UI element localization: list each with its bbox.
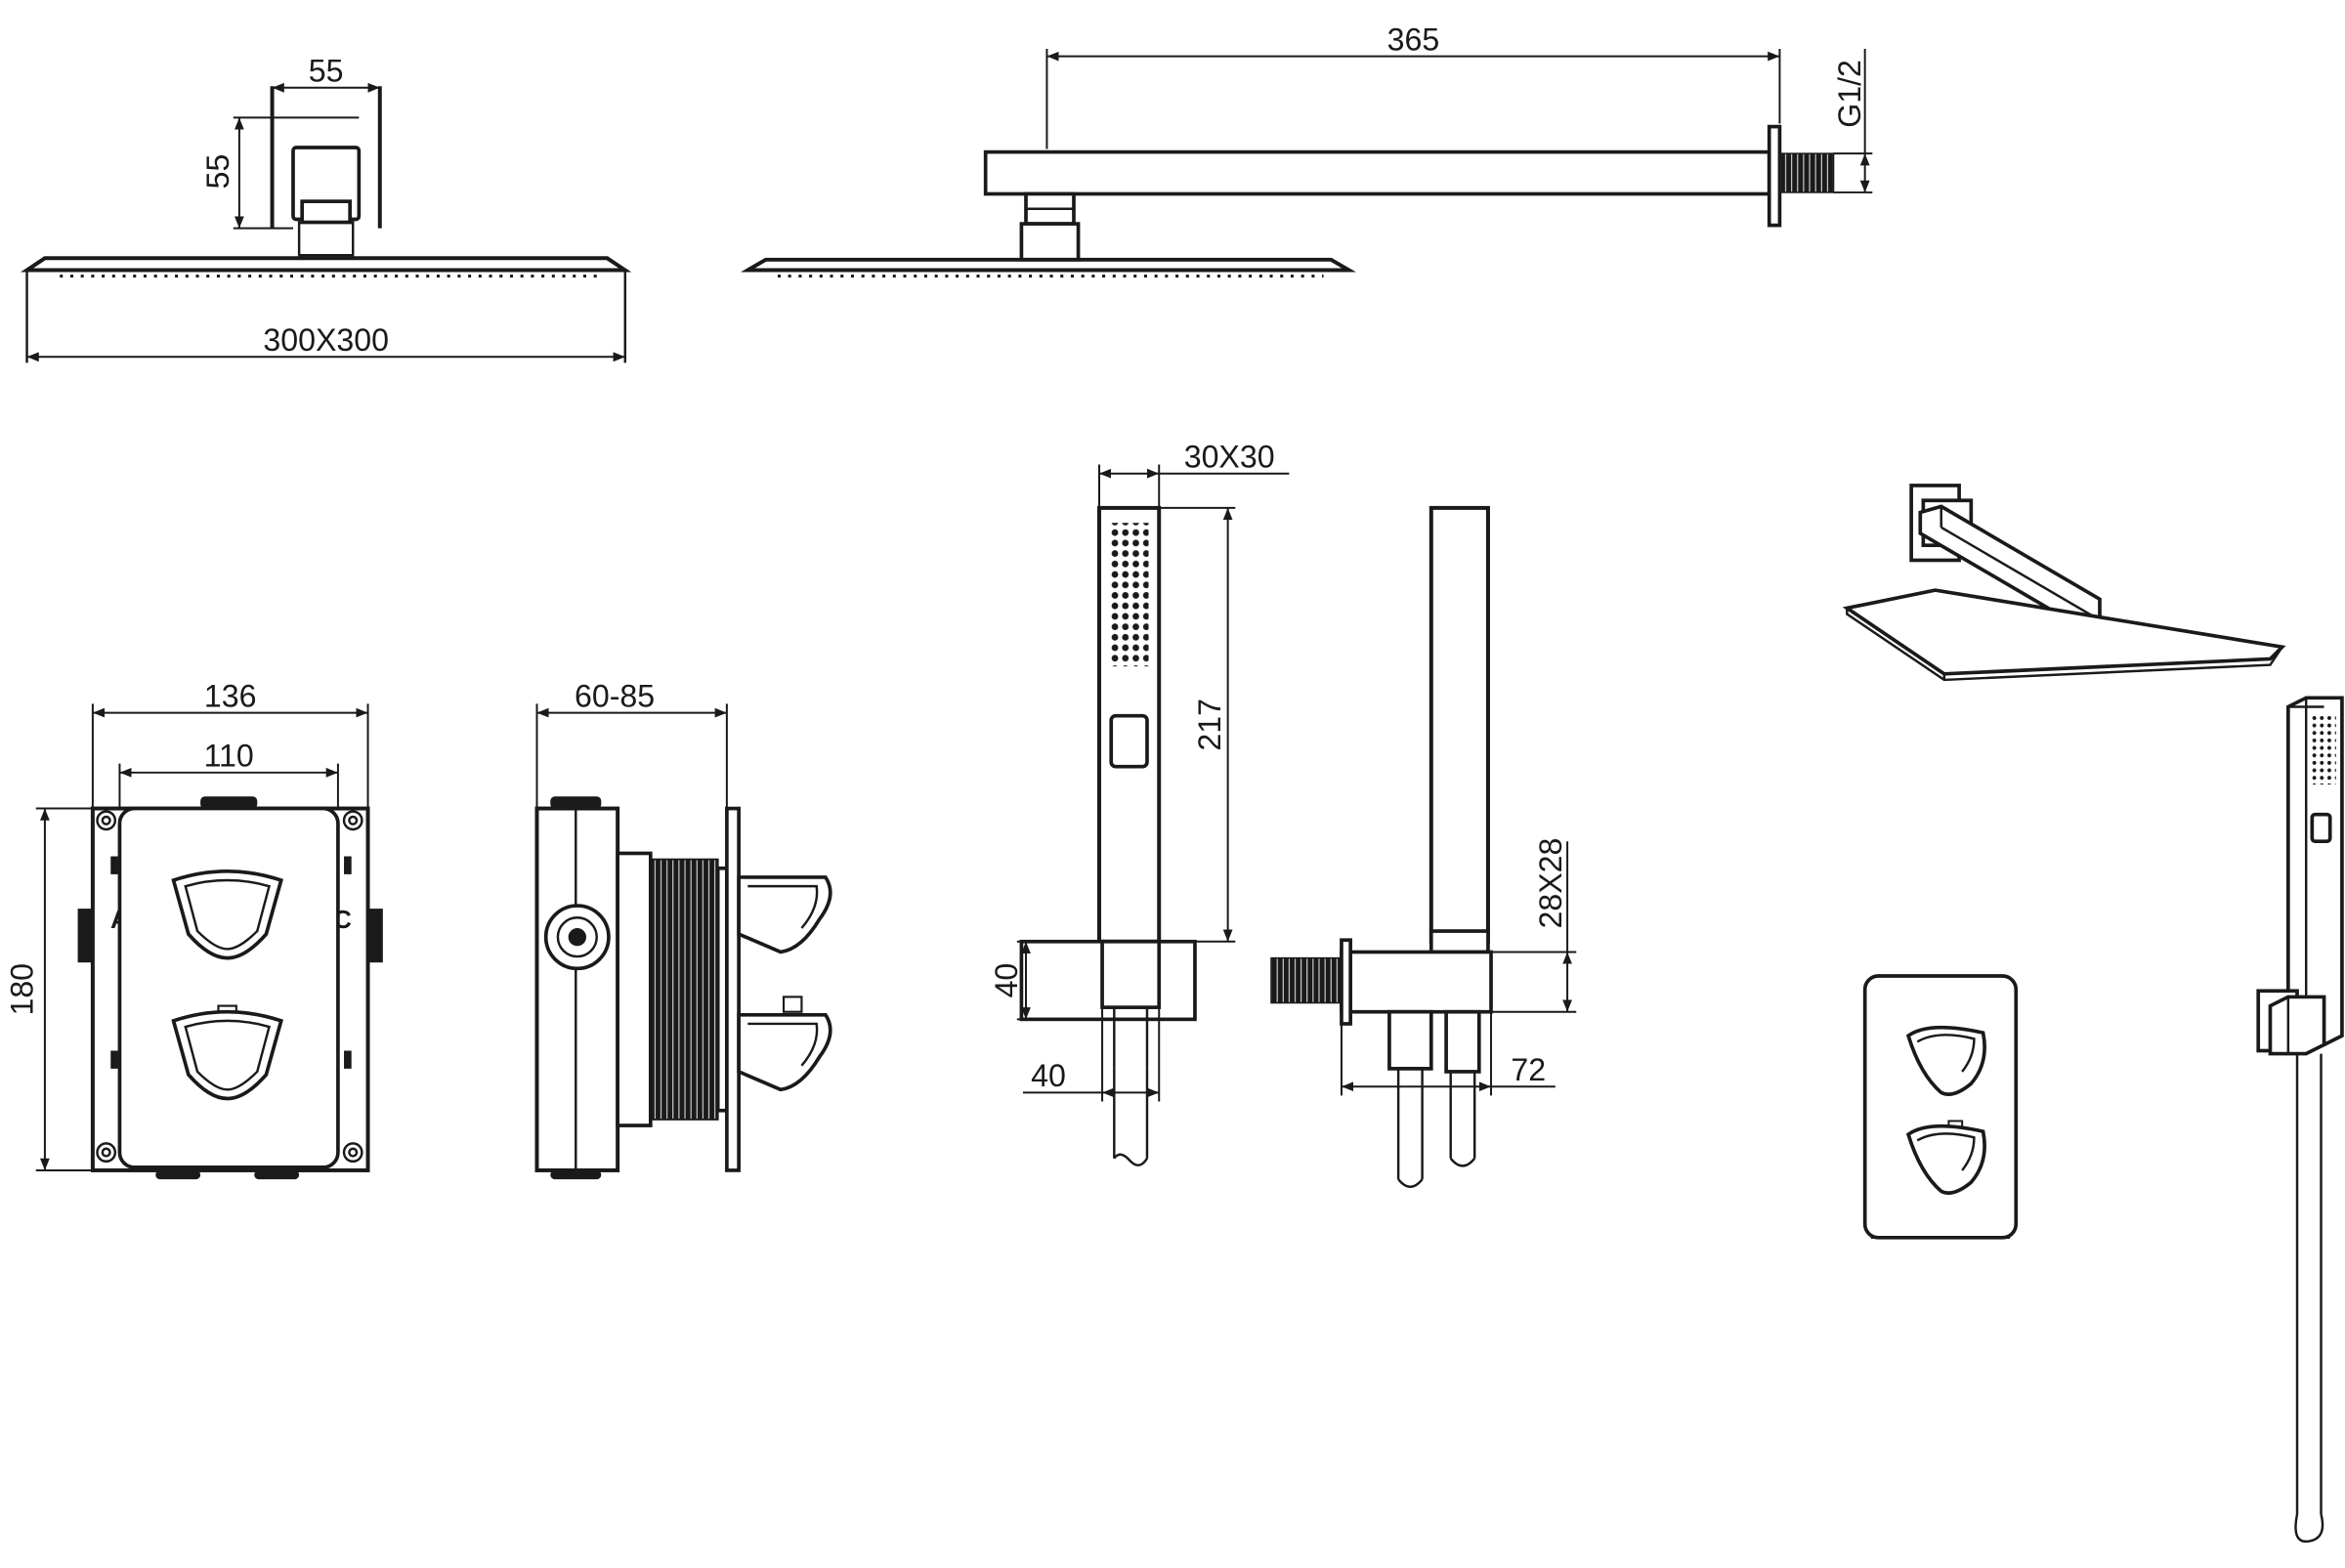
valve-height-label: 180 xyxy=(5,963,40,1016)
valve-depth-label: 60-85 xyxy=(575,678,655,713)
isometric-rain-head xyxy=(1842,484,2286,682)
hand-shower-length-dimension: 217 xyxy=(1159,506,1236,943)
head-mount-width-label: 55 xyxy=(309,54,344,89)
isometric-flow-handle xyxy=(1905,1123,1986,1195)
head-size-dimension: 300X300 xyxy=(26,322,625,362)
hand-shower-front-view xyxy=(1019,505,1197,1166)
valve-height-dimension: 180 xyxy=(5,807,93,1171)
temperature-handle xyxy=(171,869,283,960)
isometric-valve-plate xyxy=(1862,974,2019,1240)
holder-height-dimension: 40 xyxy=(989,940,1031,1021)
hand-shower-section-dimension: 30X30 xyxy=(1098,440,1290,508)
holder-projection-dimension: 72 xyxy=(1340,1011,1556,1096)
holder-width-dimension: 40 xyxy=(1022,1007,1161,1102)
flow-handle xyxy=(171,1009,283,1101)
arm-length-label: 365 xyxy=(1387,22,1440,58)
valve-side-view xyxy=(534,796,832,1180)
valve-width-outer-dimension: 136 xyxy=(91,678,369,809)
holder-height-label: 40 xyxy=(989,963,1024,998)
holder-section-label: 28X28 xyxy=(1533,838,1568,929)
valve-width-inner-label: 110 xyxy=(204,739,254,774)
head-mount-height-label: 55 xyxy=(200,154,235,190)
isometric-temperature-handle xyxy=(1905,1025,1986,1096)
head-size-label: 300X300 xyxy=(263,322,389,358)
valve-width-outer-label: 136 xyxy=(204,678,257,713)
valve-width-inner-dimension: 110 xyxy=(118,739,339,809)
valve-depth-dimension: 60-85 xyxy=(535,678,728,809)
valve-front-view: A C xyxy=(77,796,383,1180)
thread-dimension: G1/2 xyxy=(1832,48,1873,193)
holder-section-dimension: 28X28 xyxy=(1491,838,1577,1013)
shower-arm-side-view xyxy=(740,48,1835,278)
hand-shower-side-view xyxy=(1270,505,1493,1189)
thread-label: G1/2 xyxy=(1832,60,1867,128)
isometric-hand-shower xyxy=(2256,696,2344,1544)
holder-projection-label: 72 xyxy=(1511,1052,1546,1087)
hand-shower-length-label: 217 xyxy=(1192,699,1227,751)
hand-shower-section-label: 30X30 xyxy=(1184,440,1275,475)
holder-width-label: 40 xyxy=(1031,1058,1066,1093)
head-mount-height-dimension: 55 xyxy=(200,116,360,230)
arm-length-dimension: 365 xyxy=(1046,22,1780,62)
head-mount-width-dimension: 55 xyxy=(272,54,380,93)
rain-head-front-view xyxy=(20,86,632,363)
